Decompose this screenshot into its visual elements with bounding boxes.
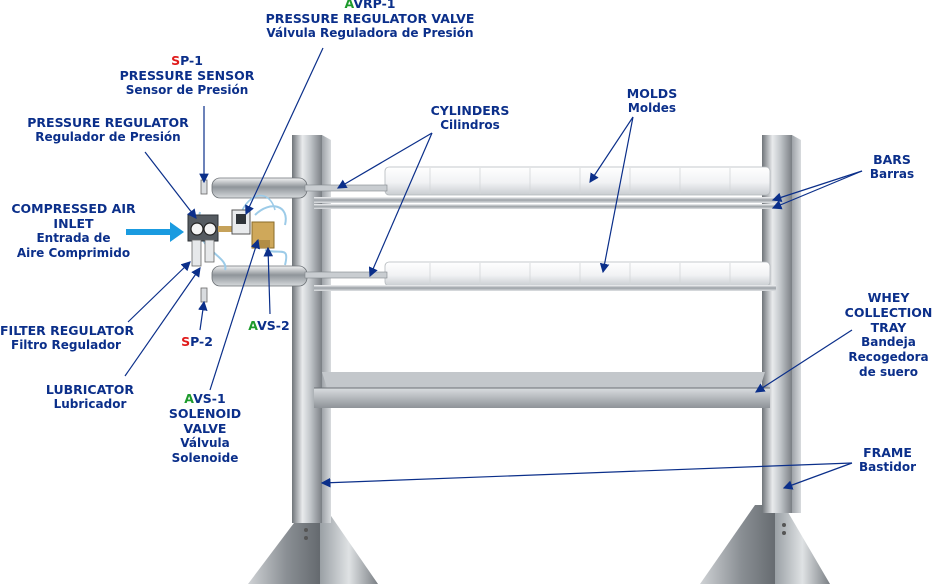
label-filter-regulator: FILTER REGULATOR Filtro Regulador	[0, 323, 135, 353]
sp1-title: PRESSURE SENSOR	[119, 68, 255, 83]
avs2-prefix: A	[248, 318, 258, 333]
label-whey: WHEY COLLECTION TRAY Bandeja Recogedora …	[840, 290, 937, 380]
label-sp2: SP-2	[172, 334, 222, 349]
label-frame: FRAME Bastidor	[850, 445, 925, 475]
whey-title1: WHEY	[867, 290, 910, 305]
frame-title: FRAME	[863, 445, 912, 460]
compressed-air-sub1: Entrada de	[36, 231, 111, 245]
molds-title: MOLDS	[626, 86, 678, 101]
molds-sub: Moldes	[627, 101, 677, 115]
lower-mold	[384, 261, 771, 287]
sp1-sub: Sensor de Presión	[125, 83, 249, 97]
avs1-prefix: A	[184, 391, 194, 406]
whey-collection-tray	[314, 372, 770, 408]
left-foot-front	[248, 515, 325, 584]
whey-sub2: Recogedora	[848, 350, 929, 364]
leader-lines	[124, 47, 863, 490]
sp2-code: P-2	[190, 334, 213, 349]
lubricator-title: LUBRICATOR	[45, 382, 135, 397]
label-compressed-air: COMPRESSED AIR INLET Entrada de Aire Com…	[6, 201, 141, 261]
whey-sub1: Bandeja	[861, 335, 916, 349]
label-molds: MOLDS Moldes	[612, 86, 692, 116]
label-avs2: AVS-2	[241, 318, 297, 333]
upper-mold	[384, 166, 771, 196]
lower-mold-assembly	[211, 261, 776, 291]
upper-bar	[314, 197, 776, 203]
sp2-prefix: S	[181, 334, 191, 349]
avrp1-code: VRP-1	[353, 0, 396, 11]
air-inlet-arrow	[126, 222, 184, 242]
label-lubricator: LUBRICATOR Lubricador	[40, 382, 140, 412]
left-post-side	[322, 135, 331, 523]
label-avs1: AVS-1 SOLENOID VALVE Válvula Solenoide	[160, 391, 250, 466]
whey-title3: TRAY	[870, 320, 907, 335]
cylinders-title: CYLINDERS	[430, 103, 510, 118]
frame-sub: Bastidor	[859, 460, 916, 474]
avs2-code: VS-2	[257, 318, 290, 333]
right-foot-front	[700, 505, 782, 584]
bars-sub: Barras	[869, 167, 915, 181]
label-bars: BARS Barras	[858, 152, 926, 182]
pressure-sensor-1	[200, 179, 208, 195]
left-foot-back	[320, 500, 378, 584]
lower-bar	[314, 285, 776, 291]
compressed-air-title1: COMPRESSED AIR	[11, 201, 136, 216]
avs1-sub1: Válvula	[180, 436, 230, 450]
pressure-gauge	[190, 222, 204, 236]
compressed-air-sub2: Aire Comprimido	[16, 246, 131, 260]
pressure-regulator-sub: Regulador de Presión	[35, 130, 181, 144]
label-avrp1: AVRP-1 PRESSURE REGULATOR VALVE Válvula …	[250, 0, 490, 41]
label-pressure-regulator: PRESSURE REGULATOR Regulador de Presión	[18, 115, 198, 145]
filter-regulator-title: FILTER REGULATOR	[0, 323, 135, 338]
avs1-title1: SOLENOID	[168, 406, 242, 421]
pressure-sensor-2	[200, 287, 208, 303]
sp1-code: P-1	[180, 53, 203, 68]
avrp1-prefix: A	[344, 0, 354, 11]
lubricator-sub: Lubricador	[53, 397, 127, 411]
pressure-regulator-title: PRESSURE REGULATOR	[27, 115, 189, 130]
label-cylinders: CYLINDERS Cilindros	[420, 103, 520, 133]
upper-bar-2	[314, 204, 776, 209]
pneumatic-panel	[187, 179, 288, 303]
sp1-prefix: S	[171, 53, 181, 68]
bars-title: BARS	[873, 152, 911, 167]
filter-regulator-sub: Filtro Regulador	[11, 338, 121, 352]
right-foot-back	[775, 490, 830, 584]
right-post-side	[792, 135, 801, 513]
avs1-title2: VALVE	[183, 421, 227, 436]
cylinders-sub: Cilindros	[440, 118, 500, 132]
avrp1-title: PRESSURE REGULATOR VALVE	[265, 11, 475, 26]
whey-title2: COLLECTION	[844, 305, 933, 320]
avs1-code: VS-1	[193, 391, 226, 406]
avs1-sub2: Solenoide	[171, 451, 239, 465]
compressed-air-title2: INLET	[53, 216, 94, 231]
avrp1-sub: Válvula Reguladora de Presión	[266, 26, 474, 40]
whey-sub3: de suero	[859, 365, 918, 379]
label-sp1: SP-1 PRESSURE SENSOR Sensor de Presión	[112, 53, 262, 98]
